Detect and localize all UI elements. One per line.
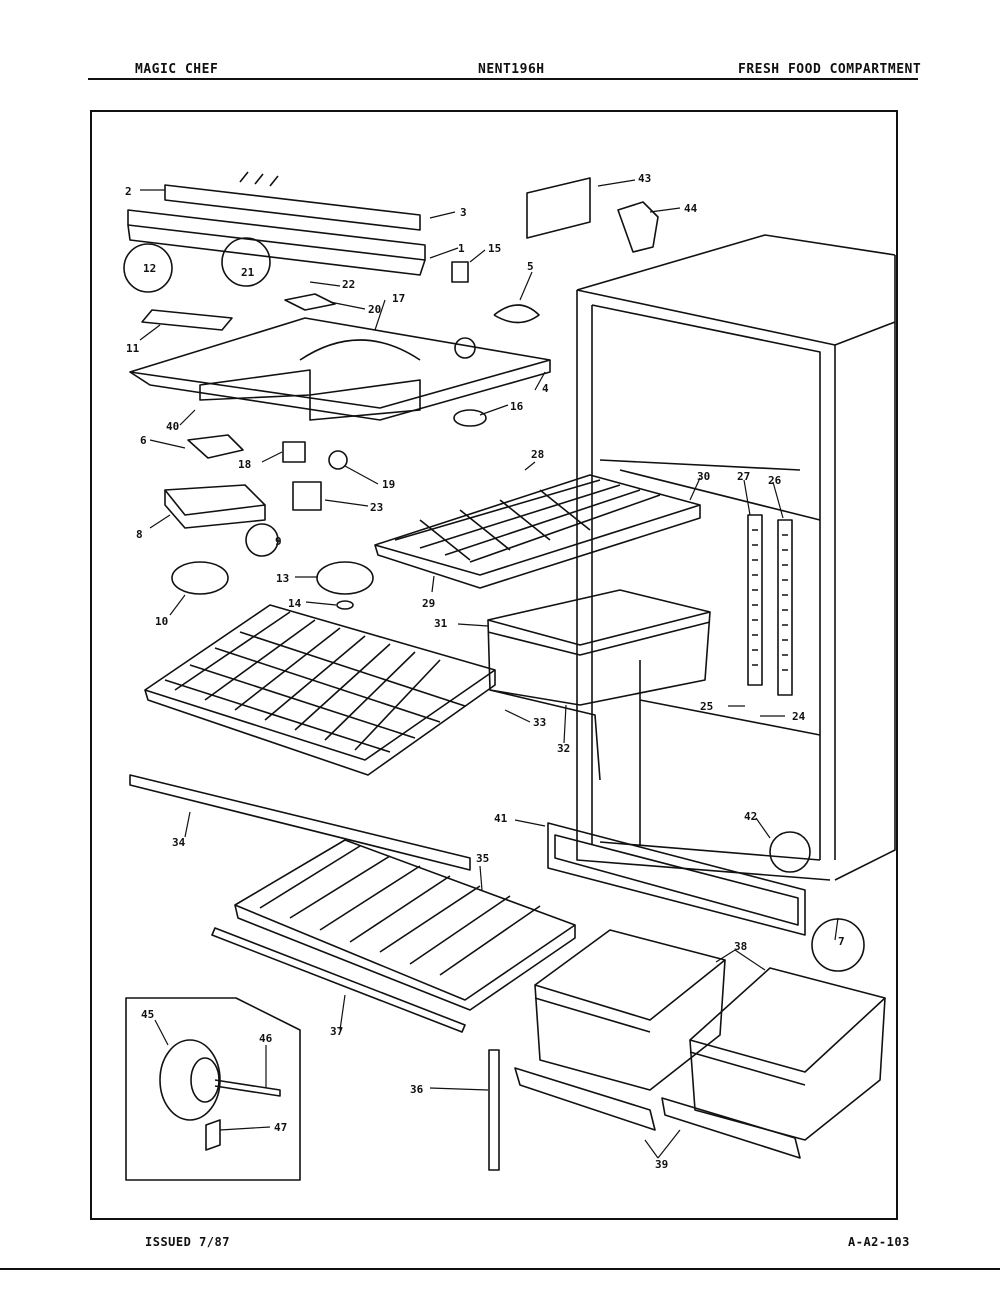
crisper-drawers bbox=[514, 929, 886, 1159]
page-code: A-A2-103 bbox=[848, 1235, 910, 1249]
callout-16: 16 bbox=[510, 400, 524, 413]
callout-28: 28 bbox=[531, 448, 544, 461]
callout-2: 2 bbox=[125, 185, 132, 198]
callout-40: 40 bbox=[166, 420, 179, 433]
issued-date: ISSUED 7/87 bbox=[145, 1235, 230, 1249]
callout-6: 6 bbox=[140, 434, 147, 447]
callout-20: 20 bbox=[368, 303, 381, 316]
callout-44: 44 bbox=[684, 202, 698, 215]
callout-32: 32 bbox=[557, 742, 570, 755]
callout-36: 36 bbox=[410, 1083, 424, 1096]
callout-47: 47 bbox=[274, 1121, 287, 1134]
callout-19: 19 bbox=[382, 478, 395, 491]
diagram-frame bbox=[90, 110, 898, 1220]
callout-35: 35 bbox=[476, 852, 489, 865]
callout-18: 18 bbox=[238, 458, 251, 471]
wire-shelf bbox=[144, 604, 496, 776]
top-trim-rail bbox=[127, 171, 426, 276]
callout-12: 12 bbox=[143, 262, 156, 275]
small-components bbox=[123, 177, 659, 610]
callout-41: 41 bbox=[494, 812, 508, 825]
callout-29: 29 bbox=[422, 597, 435, 610]
callout-10: 10 bbox=[155, 615, 168, 628]
section-title: FRESH FOOD COMPARTMENT bbox=[738, 62, 922, 77]
callout-26: 26 bbox=[768, 474, 782, 487]
model-number: NENT196H bbox=[478, 62, 545, 77]
roller-inset bbox=[125, 997, 301, 1181]
refrigerator-cabinet bbox=[576, 234, 896, 881]
callout-4: 4 bbox=[542, 382, 549, 395]
callout-22: 22 bbox=[342, 278, 355, 291]
callout-38: 38 bbox=[734, 940, 747, 953]
callout-27: 27 bbox=[737, 470, 750, 483]
drain-rod bbox=[488, 1049, 500, 1171]
callout-30: 30 bbox=[697, 470, 710, 483]
leader-lines bbox=[139, 179, 839, 1159]
upper-shelf bbox=[374, 474, 701, 589]
callout-15: 15 bbox=[488, 242, 501, 255]
brand-label: MAGIC CHEF bbox=[135, 62, 219, 77]
control-housing bbox=[129, 317, 551, 421]
callout-7: 7 bbox=[838, 935, 845, 948]
front-grille bbox=[547, 822, 865, 972]
shelf-ladders bbox=[747, 514, 793, 696]
callout-34: 34 bbox=[172, 836, 186, 849]
header-rule bbox=[88, 78, 918, 80]
callout-37: 37 bbox=[330, 1025, 343, 1038]
callout-43: 43 bbox=[638, 172, 651, 185]
callout-1: 1 bbox=[458, 242, 465, 255]
callout-39: 39 bbox=[655, 1158, 668, 1171]
callout-21: 21 bbox=[241, 266, 255, 279]
callout-23: 23 bbox=[370, 501, 383, 514]
callout-42: 42 bbox=[744, 810, 757, 823]
callout-31: 31 bbox=[434, 617, 448, 630]
lower-shelf bbox=[211, 839, 576, 1033]
callout-45: 45 bbox=[141, 1008, 154, 1021]
callout-46: 46 bbox=[259, 1032, 273, 1045]
shelf-trim-bar bbox=[129, 774, 471, 871]
callout-24: 24 bbox=[792, 710, 806, 723]
callout-11: 11 bbox=[126, 342, 140, 355]
callout-13: 13 bbox=[276, 572, 289, 585]
callout-numbers: 2 3 1 15 5 12 21 22 20 17 11 4 16 40 6 1… bbox=[125, 172, 845, 1171]
callout-33: 33 bbox=[533, 716, 546, 729]
callout-9: 9 bbox=[275, 535, 282, 548]
callout-25: 25 bbox=[700, 700, 713, 713]
callout-8: 8 bbox=[136, 528, 143, 541]
callout-17: 17 bbox=[392, 292, 405, 305]
callout-3: 3 bbox=[460, 206, 467, 219]
meat-keeper-drawer bbox=[487, 589, 711, 781]
footer-rule bbox=[0, 1268, 1000, 1270]
callout-14: 14 bbox=[288, 597, 302, 610]
callout-5: 5 bbox=[527, 260, 534, 273]
